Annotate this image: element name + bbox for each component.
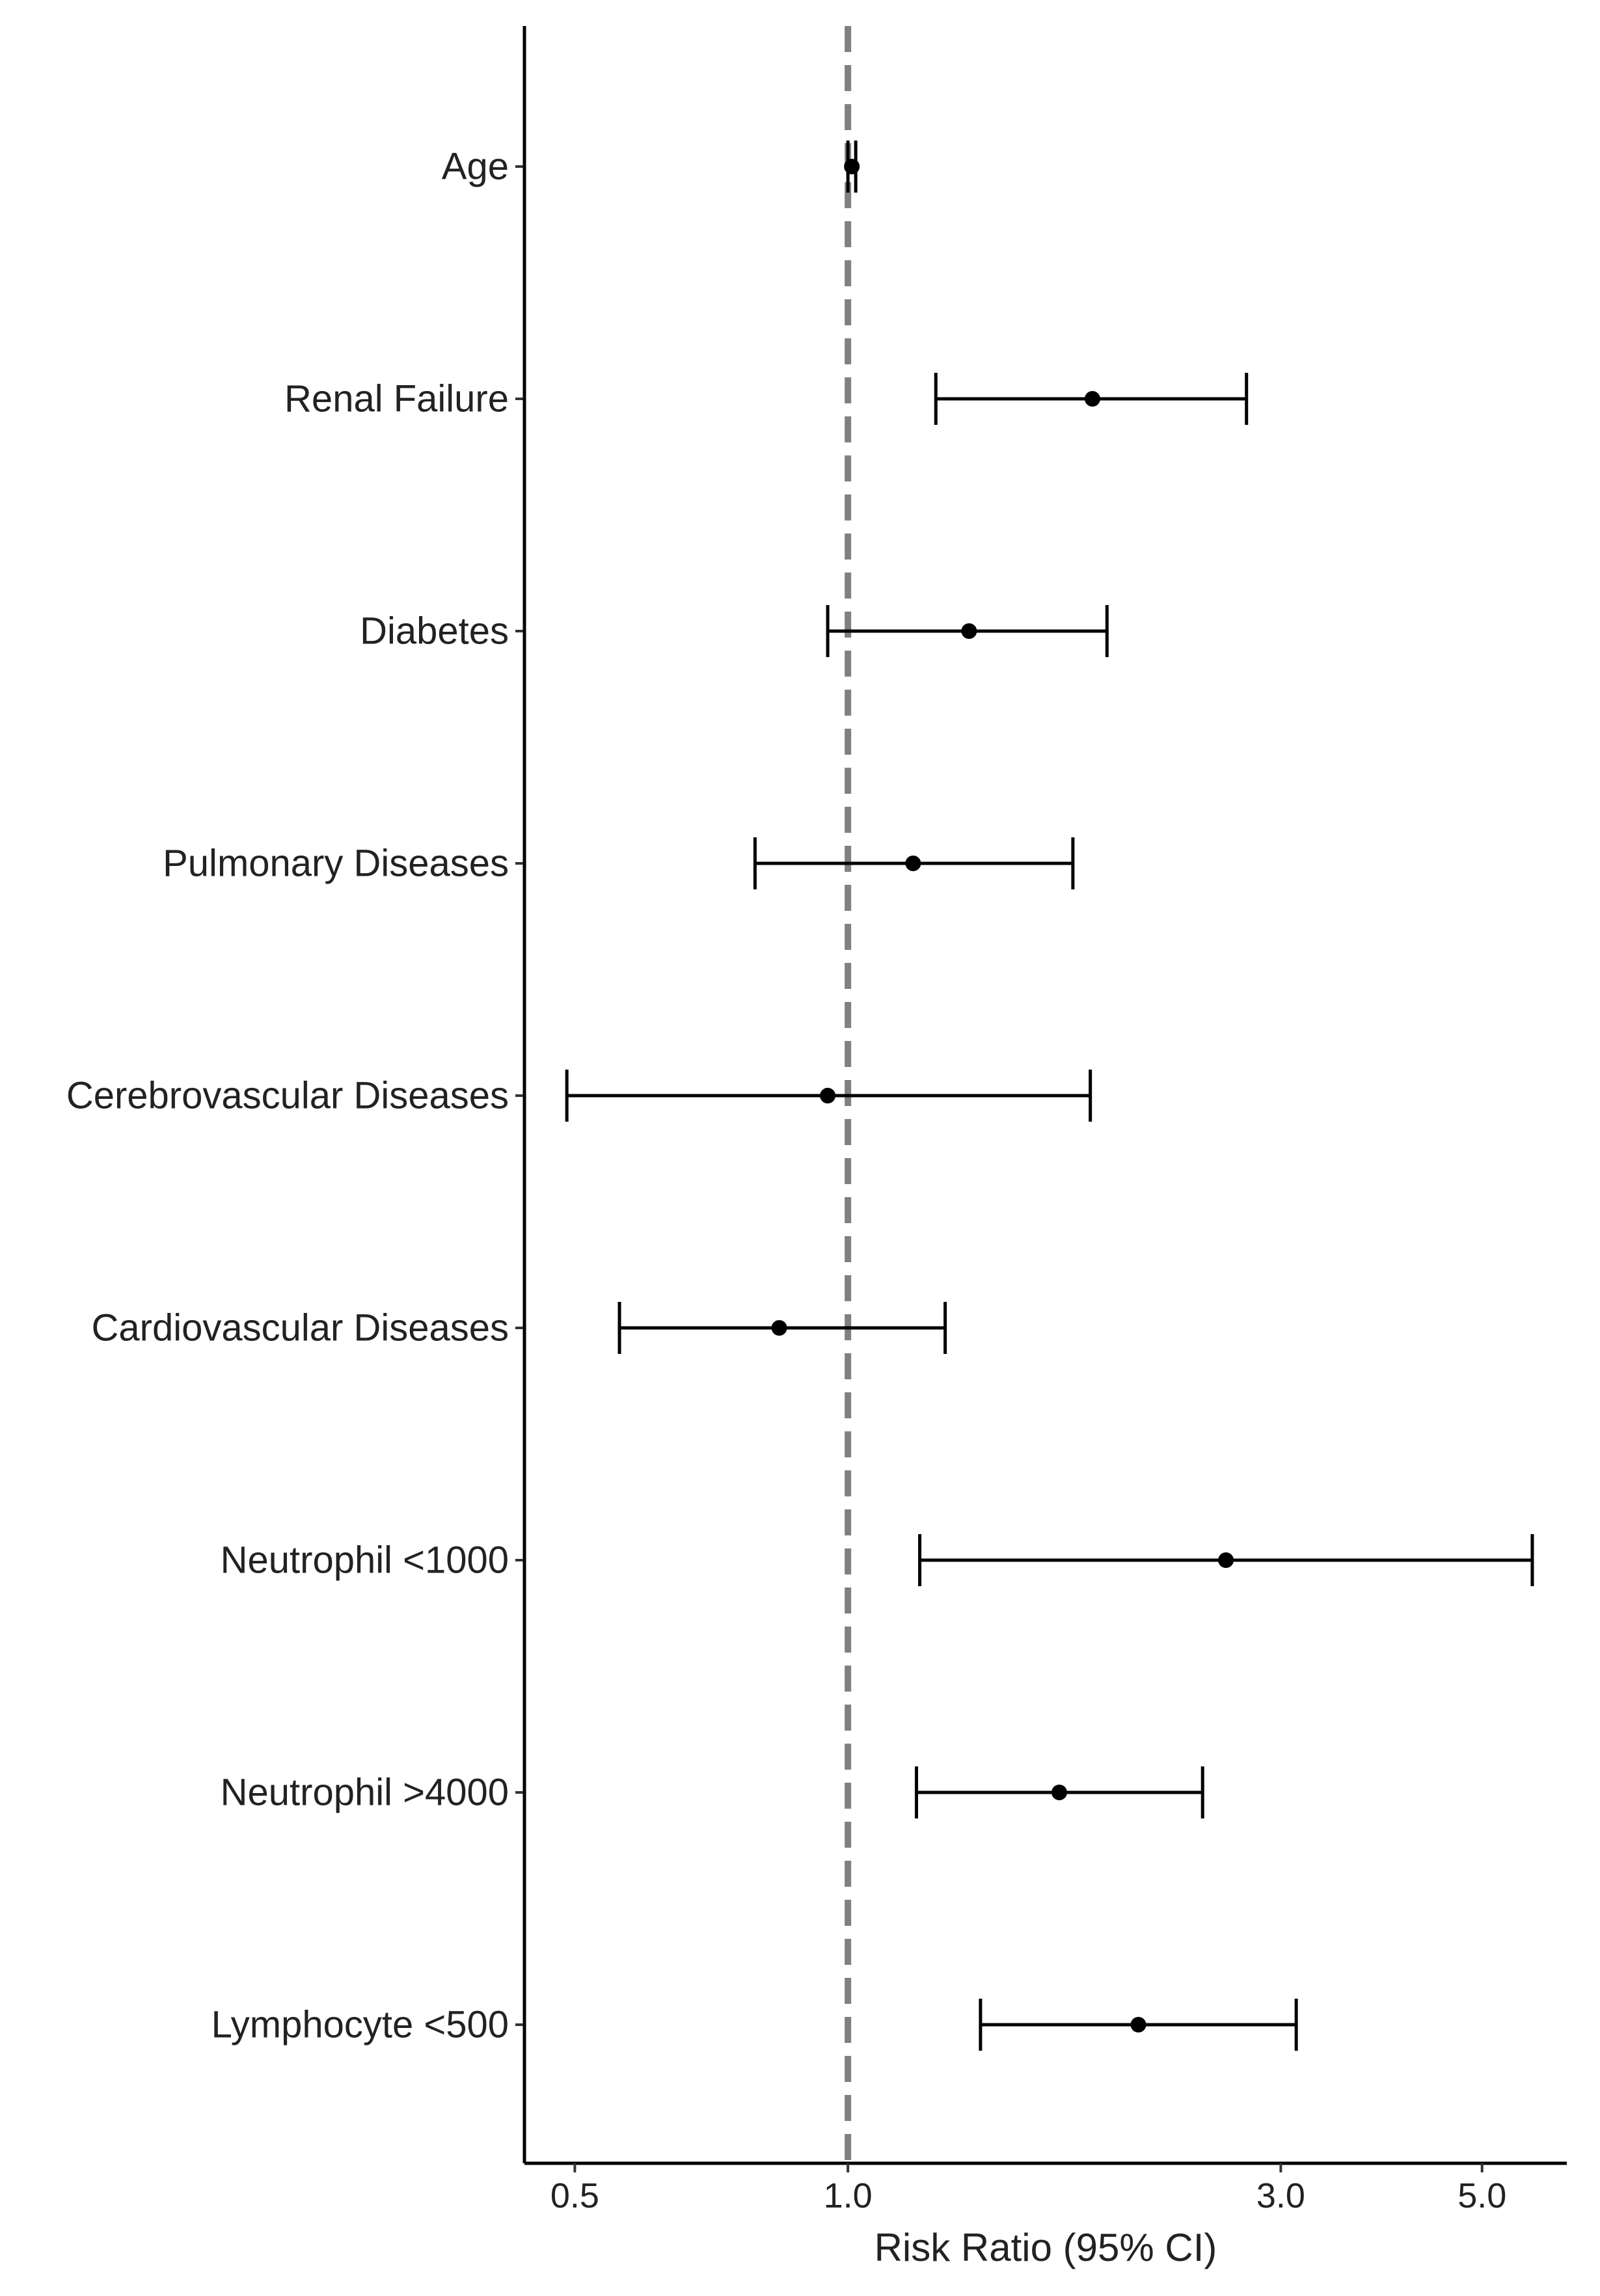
x-axis-title: Risk Ratio (95% CI): [875, 2226, 1217, 2269]
y-tick-label: Age: [442, 146, 509, 188]
x-tick-label: 1.0: [824, 2176, 873, 2215]
estimate-row: [934, 373, 1249, 425]
estimate-row: [914, 1766, 1204, 1818]
estimate-point: [1130, 2017, 1146, 2033]
estimate-point: [905, 856, 921, 871]
estimate-point: [1218, 1552, 1234, 1568]
estimate-point: [961, 623, 977, 639]
estimate-row: [753, 837, 1075, 889]
y-tick-label: Renal Failure: [284, 378, 509, 420]
axes: [522, 26, 1567, 2165]
estimate-rows: [565, 141, 1534, 2051]
y-tick-label: Diabetes: [360, 610, 509, 653]
y-tick-label: Cardiovascular Diseases: [92, 1307, 509, 1349]
estimate-row: [565, 1070, 1092, 1122]
x-tick-label: 5.0: [1458, 2176, 1506, 2215]
estimate-row: [617, 1302, 947, 1354]
estimate-point: [820, 1088, 836, 1103]
estimate-row: [918, 1534, 1534, 1586]
estimate-row: [979, 1999, 1298, 2051]
y-tick-label: Neutrophil >4000: [221, 1772, 509, 1814]
estimate-row: [844, 141, 860, 193]
x-tick-label: 3.0: [1256, 2176, 1305, 2215]
estimate-point: [844, 159, 860, 174]
estimate-row: [826, 605, 1109, 657]
x-tick-label: 0.5: [550, 2176, 599, 2215]
y-tick-label: Neutrophil <1000: [221, 1539, 509, 1582]
x-axis-ticks: 0.5 1.0 3.0 5.0: [550, 2163, 1506, 2215]
y-tick-label: Pulmonary Diseases: [163, 843, 509, 885]
y-tick-label: Lymphocyte <500: [211, 2004, 509, 2046]
estimate-point: [1051, 1785, 1068, 1800]
y-tick-label: Cerebrovascular Diseases: [66, 1075, 509, 1117]
estimate-point: [1084, 391, 1100, 407]
estimate-point: [771, 1320, 787, 1336]
